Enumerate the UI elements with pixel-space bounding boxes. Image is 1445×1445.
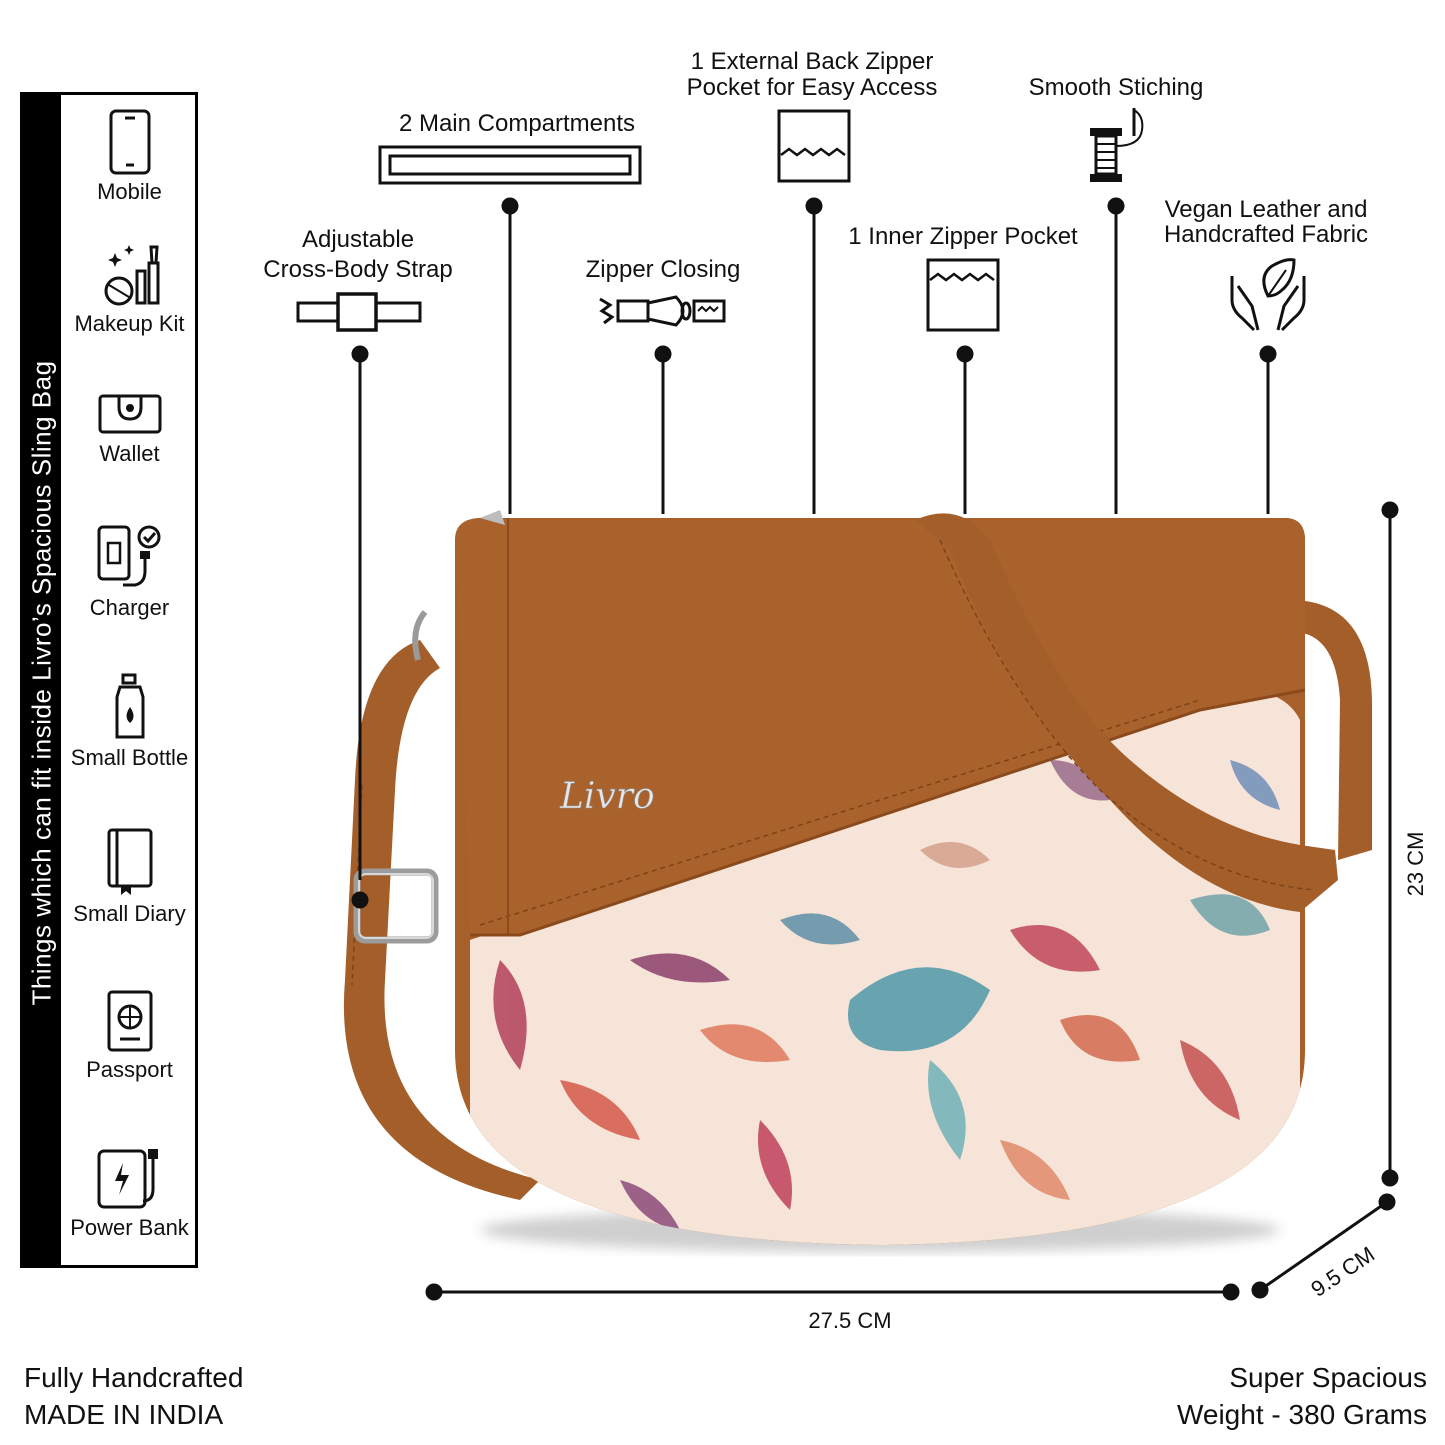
width-dimension: 27.5 CM <box>808 1308 892 1333</box>
charger-icon <box>97 525 160 587</box>
item-charger: Charger <box>61 523 198 621</box>
footer-handcrafted: Fully Handcrafted <box>24 1362 244 1393</box>
item-label: Passport <box>86 1057 173 1082</box>
item-label: Mobile <box>97 179 162 204</box>
pocket-icon <box>777 109 851 183</box>
panel-title-bar: Things which can fit inside Livro’s Spac… <box>23 95 61 1265</box>
strap-label-line2: Cross-Body Strap <box>263 256 453 283</box>
item-label: Small Diary <box>73 901 186 926</box>
makeup-kit-icon <box>104 245 159 306</box>
passport-icon <box>107 990 152 1052</box>
item-label: Wallet <box>99 441 160 466</box>
stitching-label: Smooth Stiching <box>1028 74 1204 101</box>
compartment-icon <box>378 145 642 185</box>
item-power-bank: Power Bank <box>61 1145 198 1241</box>
item-label: Power Bank <box>70 1215 189 1240</box>
item-small-bottle: Small Bottle <box>61 673 198 771</box>
item-label: Charger <box>89 595 170 620</box>
items-panel: Things which can fit inside Livro’s Spac… <box>20 92 198 1268</box>
material-label-line1: Vegan Leather and <box>1164 196 1368 223</box>
power-bank-icon <box>97 1149 158 1209</box>
material-label-line2: Handcrafted Fabric <box>1163 221 1369 248</box>
zipper-label: Zipper Closing <box>585 256 741 283</box>
compartments-label: 2 Main Compartments <box>398 110 636 137</box>
brand-logo: Livro <box>559 776 655 817</box>
inner-pocket-label: 1 Inner Zipper Pocket <box>848 223 1078 250</box>
footer-weight: Weight - 380 Grams <box>1176 1399 1427 1430</box>
back-pocket-label-line1: 1 External Back Zipper <box>690 48 934 75</box>
back-pocket-label-line2: Pocket for Easy Access <box>686 74 938 101</box>
pocket-icon <box>926 258 1000 332</box>
bottle-icon <box>115 673 144 739</box>
thread-spool-icon <box>1090 108 1144 182</box>
mobile-icon <box>109 109 150 175</box>
item-label: Small Bottle <box>70 745 189 770</box>
zipper-icon <box>599 295 726 327</box>
item-mobile: Mobile <box>61 109 198 205</box>
height-dimension: 23 CM <box>1403 831 1428 897</box>
item-makeup-kit: Makeup Kit <box>61 241 198 337</box>
strap-label-line1: Adjustable <box>301 226 415 253</box>
hands-leaf-icon <box>1230 258 1306 332</box>
item-label: Makeup Kit <box>74 311 185 336</box>
item-passport: Passport <box>61 989 198 1083</box>
footer-spacious: Super Spacious <box>1229 1362 1427 1393</box>
wallet-icon <box>98 394 161 434</box>
item-small-diary: Small Diary <box>61 827 198 927</box>
footer-made-in-india: MADE IN INDIA <box>24 1399 224 1430</box>
strap-icon <box>296 292 422 332</box>
item-wallet: Wallet <box>61 391 198 467</box>
diary-icon <box>107 828 152 895</box>
